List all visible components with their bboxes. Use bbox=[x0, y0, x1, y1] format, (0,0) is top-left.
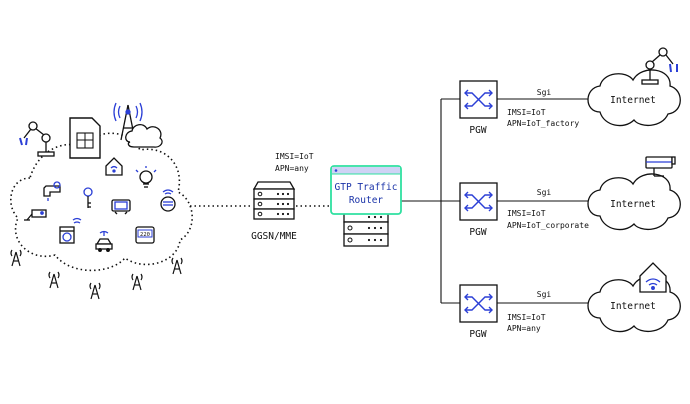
cloud-icon bbox=[125, 124, 163, 148]
pgw-3-param-imsi: IMSI=IoT bbox=[507, 313, 546, 322]
internet-label-1: Internet bbox=[610, 95, 656, 106]
pgw-1-param-apn: APN=IoT_factory bbox=[507, 119, 579, 128]
pgw-1-param-imsi: IMSI=IoT bbox=[507, 108, 546, 117]
cell-tower-icon bbox=[89, 282, 101, 300]
ggsn-mme-server bbox=[252, 181, 296, 220]
smart-meter-icon bbox=[160, 189, 176, 212]
internet-cloud-2 bbox=[587, 173, 681, 231]
cell-tower-icon bbox=[131, 273, 143, 291]
security-camera-icon bbox=[24, 209, 47, 221]
smart-home-icon bbox=[639, 262, 667, 293]
security-camera-icon bbox=[645, 156, 676, 177]
cell-tower-icon bbox=[48, 271, 60, 289]
crossover-arrows-icon bbox=[464, 89, 493, 110]
key-icon bbox=[83, 187, 93, 208]
pgw-node-1[interactable] bbox=[459, 80, 498, 119]
cell-tower-icon bbox=[10, 249, 22, 267]
internet-label-2: Internet bbox=[610, 199, 656, 210]
tower-icons bbox=[10, 249, 183, 300]
robot-arm-icon bbox=[641, 47, 678, 85]
pgw-node-2[interactable] bbox=[459, 182, 498, 221]
pgw-3-param-apn: APN=any bbox=[507, 324, 541, 333]
faucet-icon bbox=[43, 181, 61, 201]
sgi-label-2: Sgi bbox=[537, 188, 552, 197]
gateway-label: GGSN/MME bbox=[251, 231, 297, 242]
cell-tower-icon bbox=[171, 257, 183, 275]
crossover-arrows-icon bbox=[464, 293, 493, 314]
meter-reading: 220 bbox=[140, 232, 150, 238]
sim-card-icon bbox=[69, 117, 101, 159]
internet-label-3: Internet bbox=[610, 301, 656, 312]
gateway-param-apn: APN=any bbox=[275, 164, 309, 173]
gtp-traffic-router[interactable]: GTP Traffic Router bbox=[330, 165, 402, 215]
router-icon bbox=[111, 199, 131, 215]
router-title-line2: Router bbox=[349, 195, 384, 206]
crossover-arrows-icon bbox=[464, 191, 493, 212]
vehicle-icon bbox=[95, 230, 113, 252]
pgw-2-param-apn: APN=IoT_corporate bbox=[507, 221, 589, 230]
meter-icon: 220 bbox=[135, 226, 155, 244]
robot-arm-icon bbox=[19, 121, 55, 157]
gateway-param-imsi: IMSI=IoT bbox=[275, 152, 314, 161]
smart-home-icon bbox=[105, 157, 123, 176]
light-bulb-icon bbox=[135, 166, 157, 188]
router-title-line1: GTP Traffic bbox=[335, 182, 398, 193]
washing-machine-icon bbox=[59, 217, 82, 244]
pgw-3-label: PGW bbox=[469, 329, 486, 340]
sgi-label-1: Sgi bbox=[537, 88, 552, 97]
gtp-router-server-stack bbox=[343, 211, 389, 247]
pgw-2-label: PGW bbox=[469, 227, 486, 238]
pgw-2-param-imsi: IMSI=IoT bbox=[507, 209, 546, 218]
pgw-node-3[interactable] bbox=[459, 284, 498, 323]
sgi-label-3: Sgi bbox=[537, 290, 552, 299]
pgw-1-label: PGW bbox=[469, 125, 486, 136]
